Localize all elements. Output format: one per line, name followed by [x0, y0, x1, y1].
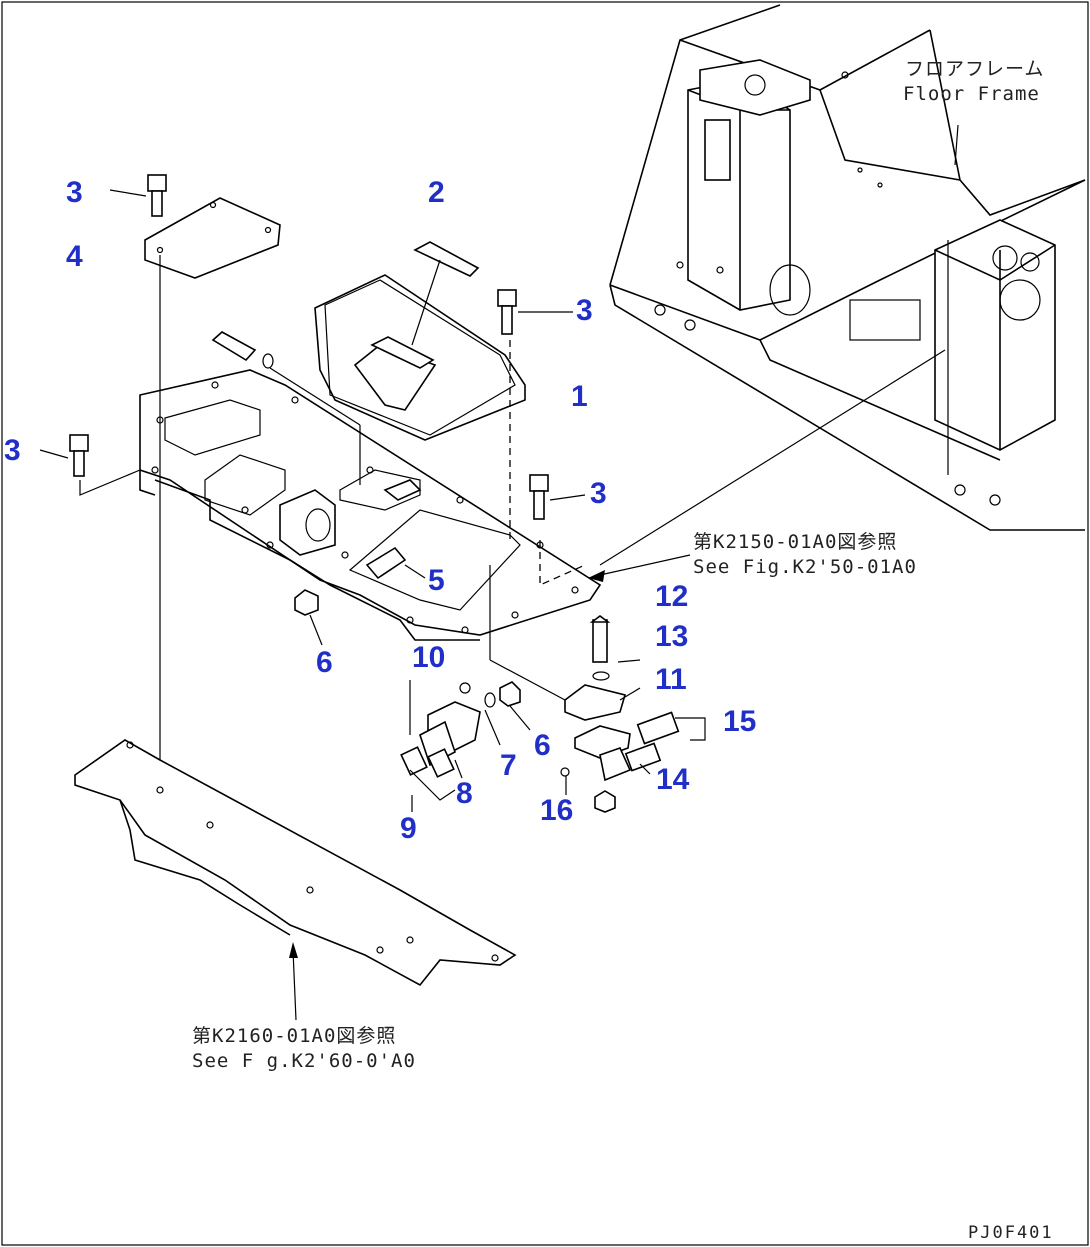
floor-frame [609, 4, 1086, 531]
bracket-assembly-8 [400, 681, 531, 812]
drawing-code: PJ0F401 [968, 1223, 1054, 1243]
bolt-3-mid [497, 289, 573, 540]
callout-8: 8 [456, 777, 473, 810]
ref-top-en: See Fig.K2'50-01A0 [693, 556, 917, 578]
callout-13: 13 [655, 620, 688, 653]
callout-11: 11 [655, 663, 687, 696]
cover-part-4 [144, 197, 281, 279]
ref-arrow-bottom [289, 942, 298, 1021]
callout-1: 1 [571, 380, 588, 413]
part-2-handle [370, 241, 480, 369]
floor-frame-label-jp: フロアフレーム [905, 58, 1044, 80]
callout-12: 12 [655, 580, 688, 613]
bolt-3-left [39, 434, 141, 496]
ref-arrow-top [588, 349, 946, 582]
callout-2: 2 [428, 176, 445, 209]
bolt-3-right [529, 474, 586, 587]
ref-bottom-en: See F g.K2'60-0'A0 [192, 1050, 416, 1072]
callout-16: 16 [540, 794, 573, 827]
callout-14: 14 [656, 763, 690, 796]
callout-4: 4 [66, 240, 83, 273]
callout-6: 6 [534, 729, 551, 762]
bracket-assembly-11 [489, 615, 706, 813]
callout-3: 3 [4, 434, 21, 467]
bottom-skirt-plate [74, 739, 517, 987]
callout-3: 3 [590, 477, 607, 510]
callout-9: 9 [400, 812, 417, 845]
callout-3: 3 [576, 294, 593, 327]
callout-15: 15 [723, 705, 756, 738]
bolt-loose [211, 331, 361, 485]
floor-frame-label-en: Floor Frame [903, 83, 1040, 105]
floor-frame-leader [954, 124, 959, 166]
bolt-3-top [109, 174, 167, 217]
callout-5: 5 [428, 564, 445, 597]
ref-bottom-jp: 第K2160-01A0図参照 [192, 1025, 396, 1047]
callout-6: 6 [316, 646, 333, 679]
callout-7: 7 [500, 749, 517, 782]
ref-top-jp: 第K2150-01A0図参照 [693, 531, 897, 553]
nut-6-left [294, 589, 323, 646]
callout-10: 10 [412, 641, 445, 674]
part-5-switch [365, 546, 426, 580]
main-floor-plate [139, 369, 602, 641]
callout-3: 3 [66, 176, 83, 209]
